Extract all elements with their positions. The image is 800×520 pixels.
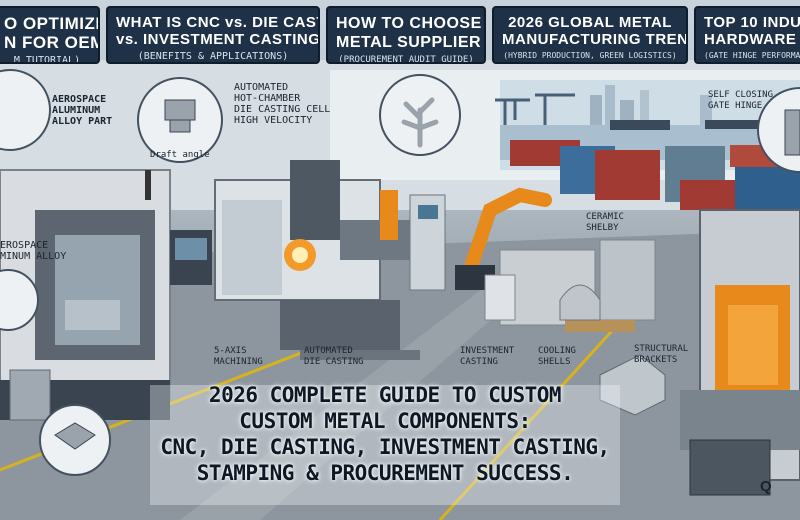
label-investment: INVESTMENT CASTING: [460, 346, 515, 367]
banner-title: HOW TO CHOOSE A METAL SUPPLIER: [336, 15, 482, 51]
banner-choose-supplier[interactable]: HOW TO CHOOSE A METAL SUPPLIER (PROCUREM…: [326, 6, 486, 64]
label-cooling: COOLING SHELLS: [538, 346, 576, 367]
banner-optimize-oem[interactable]: O OPTIMIZE N FOR OEM M TUTORIAL): [0, 6, 100, 64]
label-ceramic: CERAMIC SHELBY: [586, 212, 624, 233]
label-auto-die: AUTOMATED DIE CASTING: [304, 346, 364, 367]
title-line: STAMPING & PROCUREMENT SUCCESS.: [196, 461, 574, 485]
banner-subtitle: (HYBRID PRODUCTION, GREEN LOGISTICS): [503, 51, 677, 60]
label-hot-chamber: AUTOMATED HOT-CHAMBER DIE CASTING CELL H…: [234, 82, 331, 126]
banner-title: O OPTIMIZE N FOR OEM: [4, 14, 100, 52]
banner-subtitle: M TUTORIAL): [13, 55, 81, 64]
label-five-axis: 5-AXIS MACHINING: [214, 346, 263, 367]
banner-title: TOP 10 INDUS HARDWARE: [704, 14, 800, 48]
banner-title: 2026 GLOBAL METAL MANUFACTURING TRENDS: [502, 14, 688, 48]
label-draft-angle: Draft angle: [150, 150, 210, 160]
title-line: CNC, DIE CASTING, INVESTMENT CASTING,: [160, 435, 610, 459]
brand-logo: Q: [760, 478, 794, 508]
banner-subtitle: (BENEFITS & APPLICATIONS): [137, 51, 289, 62]
banner-top10-hardware[interactable]: TOP 10 INDUS HARDWARE (GATE HINGE PERFOR…: [694, 6, 800, 64]
banner-cnc-vs-die-casting[interactable]: WHAT IS CNC vs. DIE CASTING vs. INVESTME…: [106, 6, 320, 64]
label-aerospace-alloy: EROSPACE MINUM ALLOY: [0, 240, 67, 262]
banner-subtitle: (GATE HINGE PERFORMANC: [704, 51, 800, 60]
label-self-closing: SELF CLOSING GATE HINGE: [708, 90, 774, 111]
logo-letter: Q: [760, 478, 772, 495]
title-line: CUSTOM METAL COMPONENTS:: [239, 409, 531, 433]
banner-global-trends[interactable]: 2026 GLOBAL METAL MANUFACTURING TRENDS (…: [492, 6, 688, 64]
label-aerospace-part: AEROSPACE ALUMINUM ALLOY PART: [52, 94, 113, 127]
title-line: 2026 COMPLETE GUIDE TO CUSTOM: [208, 383, 562, 407]
banner-subtitle: (PROCUREMENT AUDIT GUIDE): [338, 55, 474, 64]
main-title: 2026 COMPLETE GUIDE TO CUSTOM CUSTOM MET…: [150, 382, 620, 510]
banner-title: WHAT IS CNC vs. DIE CASTING vs. INVESTME…: [116, 14, 320, 48]
label-structural: STRUCTURAL BRACKETS: [634, 344, 689, 365]
